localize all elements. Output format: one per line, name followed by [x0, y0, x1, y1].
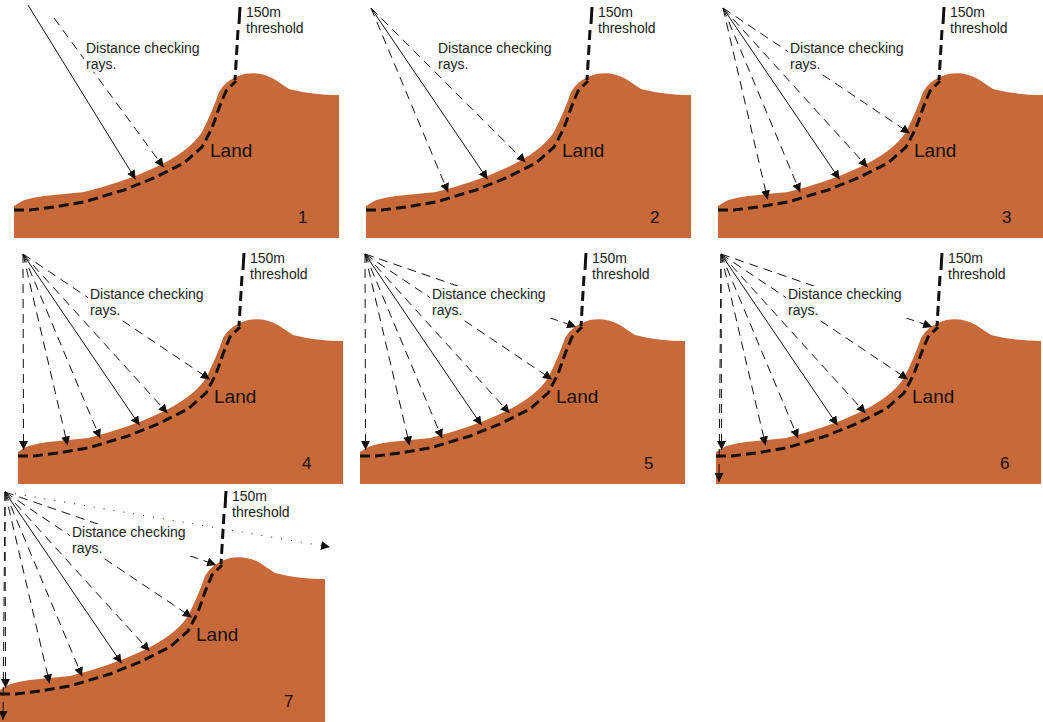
threshold-line	[587, 30, 590, 80]
panel-drawing	[366, 7, 691, 238]
panel-number: 2	[650, 208, 659, 228]
threshold-label: 150m threshold	[592, 250, 658, 282]
rays-label: Distance checking rays.	[430, 286, 559, 318]
land-shape	[366, 73, 691, 238]
distance-contour	[716, 327, 938, 456]
land-shape	[18, 319, 343, 484]
threshold-marker	[943, 7, 944, 24]
distance-ray	[721, 254, 866, 413]
distance-ray	[23, 254, 140, 425]
threshold-label: 150m threshold	[948, 250, 1014, 282]
threshold-line	[581, 276, 584, 326]
distance-ray	[365, 254, 410, 445]
distance-ray	[365, 254, 482, 425]
distance-ray	[723, 8, 840, 179]
panel-number: 7	[284, 692, 293, 712]
distance-ray	[371, 8, 488, 179]
distance-ray	[721, 254, 932, 327]
threshold-marker	[591, 7, 592, 24]
threshold-line	[937, 276, 940, 326]
distance-ray	[721, 254, 798, 438]
distance-ray	[723, 8, 768, 199]
land-label: Land	[562, 140, 604, 162]
distance-contour	[0, 565, 222, 694]
distance-ray	[721, 254, 766, 445]
distance-ray	[365, 254, 576, 327]
panel-number: 6	[1000, 454, 1009, 474]
threshold-line	[939, 30, 942, 80]
distance-ray	[721, 254, 838, 425]
panel-drawing	[0, 491, 330, 722]
land-shape	[0, 557, 325, 722]
distance-ray	[3, 492, 5, 720]
land-label: Land	[196, 624, 238, 646]
threshold-marker	[243, 253, 244, 270]
distance-ray	[365, 254, 442, 438]
rays-label: Distance checking rays.	[84, 40, 213, 72]
land-shape	[718, 73, 1043, 238]
distance-ray	[371, 8, 448, 192]
panel-drawing	[718, 7, 1043, 238]
land-label: Land	[914, 140, 956, 162]
threshold-label: 150m threshold	[950, 4, 1016, 36]
panel-drawing	[18, 253, 343, 484]
threshold-label: 150m threshold	[246, 4, 312, 36]
land-shape	[360, 319, 685, 484]
distance-contour	[18, 327, 240, 456]
distance-contour	[718, 81, 940, 210]
distance-ray	[5, 492, 150, 651]
rays-label: Distance checking rays.	[88, 286, 217, 318]
distance-ray	[719, 254, 721, 482]
distance-ray	[5, 492, 7, 688]
panel-number: 4	[302, 454, 311, 474]
panel-drawing	[716, 253, 1041, 484]
land-shape	[14, 73, 339, 238]
threshold-marker	[239, 7, 240, 24]
distance-ray	[23, 254, 168, 413]
distance-ray	[721, 254, 723, 450]
threshold-marker	[585, 253, 586, 270]
land-label: Land	[210, 140, 252, 162]
panel-number: 1	[298, 208, 307, 228]
land-label: Land	[912, 386, 954, 408]
land-shape	[716, 319, 1041, 484]
distance-ray	[365, 254, 510, 413]
rays-label: Distance checking rays.	[436, 40, 565, 72]
threshold-line	[235, 30, 238, 80]
distance-ray	[23, 254, 68, 445]
panel-drawing	[14, 5, 339, 238]
distance-ray	[23, 254, 25, 450]
distance-ray	[5, 492, 82, 676]
panel-drawing	[360, 253, 685, 484]
land-label: Land	[556, 386, 598, 408]
distance-ray	[5, 492, 122, 663]
distance-ray	[23, 254, 100, 438]
distance-ray	[371, 8, 526, 162]
distance-ray	[5, 492, 50, 683]
distance-ray	[365, 254, 367, 450]
threshold-marker	[941, 253, 942, 270]
distance-ray	[723, 8, 868, 167]
distance-contour	[360, 327, 582, 456]
rays-label: Distance checking rays.	[786, 286, 915, 318]
panel-number: 5	[644, 454, 653, 474]
threshold-label: 150m threshold	[232, 488, 298, 520]
distance-ray	[28, 5, 136, 179]
panel-number: 3	[1002, 208, 1011, 228]
distance-ray	[723, 8, 800, 192]
threshold-marker	[225, 491, 226, 508]
distance-contour	[366, 81, 588, 210]
threshold-label: 150m threshold	[598, 4, 664, 36]
threshold-label: 150m threshold	[250, 250, 316, 282]
rays-label: Distance checking rays.	[70, 524, 199, 556]
rays-label: Distance checking rays.	[788, 40, 917, 72]
distance-contour	[14, 81, 236, 210]
threshold-line	[239, 276, 242, 326]
threshold-line	[221, 514, 224, 564]
land-label: Land	[214, 386, 256, 408]
distance-ray	[5, 492, 216, 565]
